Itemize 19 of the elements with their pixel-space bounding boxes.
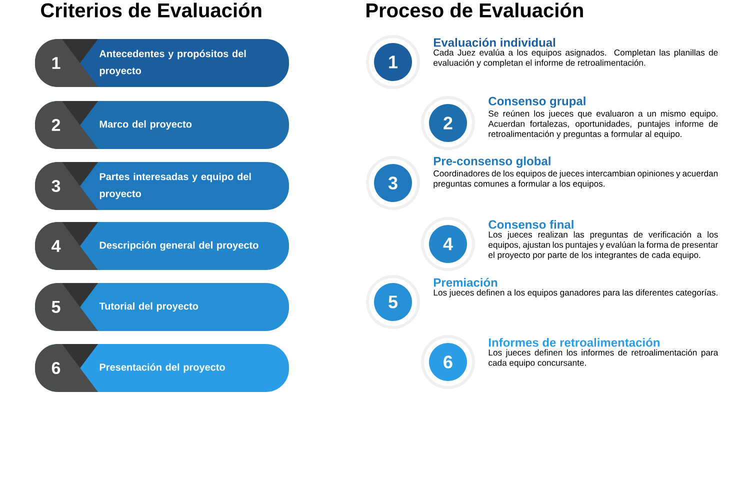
- step-description: Coordinadores de los equipos de jueces intercambian opiniones y acuerdan preguntas comunes a formular a los equipos.: [434, 170, 718, 188]
- step-description: Se reúnen los jueces que evaluaron a un mismo equipo. Acuerdan fortalezas, oportunidades, puntajes informe de retroalimentación y preguntas a formular al equipo.: [488, 110, 718, 139]
- step-heading: Consenso final: [488, 220, 574, 229]
- criterion-pill: 3 Partes interesadas y equipo del proyecto: [35, 162, 289, 210]
- step-description: Los jueces realizan las preguntas de verificación a los equipos, ajustan los puntajes y evalúan la forma de presentar el proyecto por parte de los integrantes de cada equipo.: [488, 231, 718, 260]
- criterion-pill: 1 Antecedentes y propósitos del proyecto: [35, 39, 289, 87]
- step-heading: Pre-consenso global: [434, 156, 550, 168]
- criterion-pill: 6 Presentación del proyecto: [35, 344, 289, 392]
- criterion-pill: 5 Tutorial del proyecto: [35, 283, 289, 331]
- step-description: Cada Juez evalúa a los equipos asignados. Completan las planillas de evaluación y completan el informe de retroalimentación.: [434, 49, 718, 68]
- criterion-pill: 4 Descripción general del proyecto: [35, 222, 289, 270]
- step-heading: Consenso grupal: [488, 96, 586, 108]
- step-description: Los jueces definen a los equipos ganadores para las diferentes categorías.: [434, 289, 718, 298]
- section-heading: Criterios de Evaluación: [41, 2, 262, 18]
- criterion-pill: 2 Marco del proyecto: [35, 101, 289, 149]
- step-heading: Premiación: [434, 278, 498, 287]
- step-description: Los jueces definen los informes de retroalimentación para cada equipo concursante.: [488, 349, 718, 368]
- step-heading: Evaluación individual: [434, 38, 556, 47]
- step-heading: Informes de retroalimentación: [489, 338, 660, 347]
